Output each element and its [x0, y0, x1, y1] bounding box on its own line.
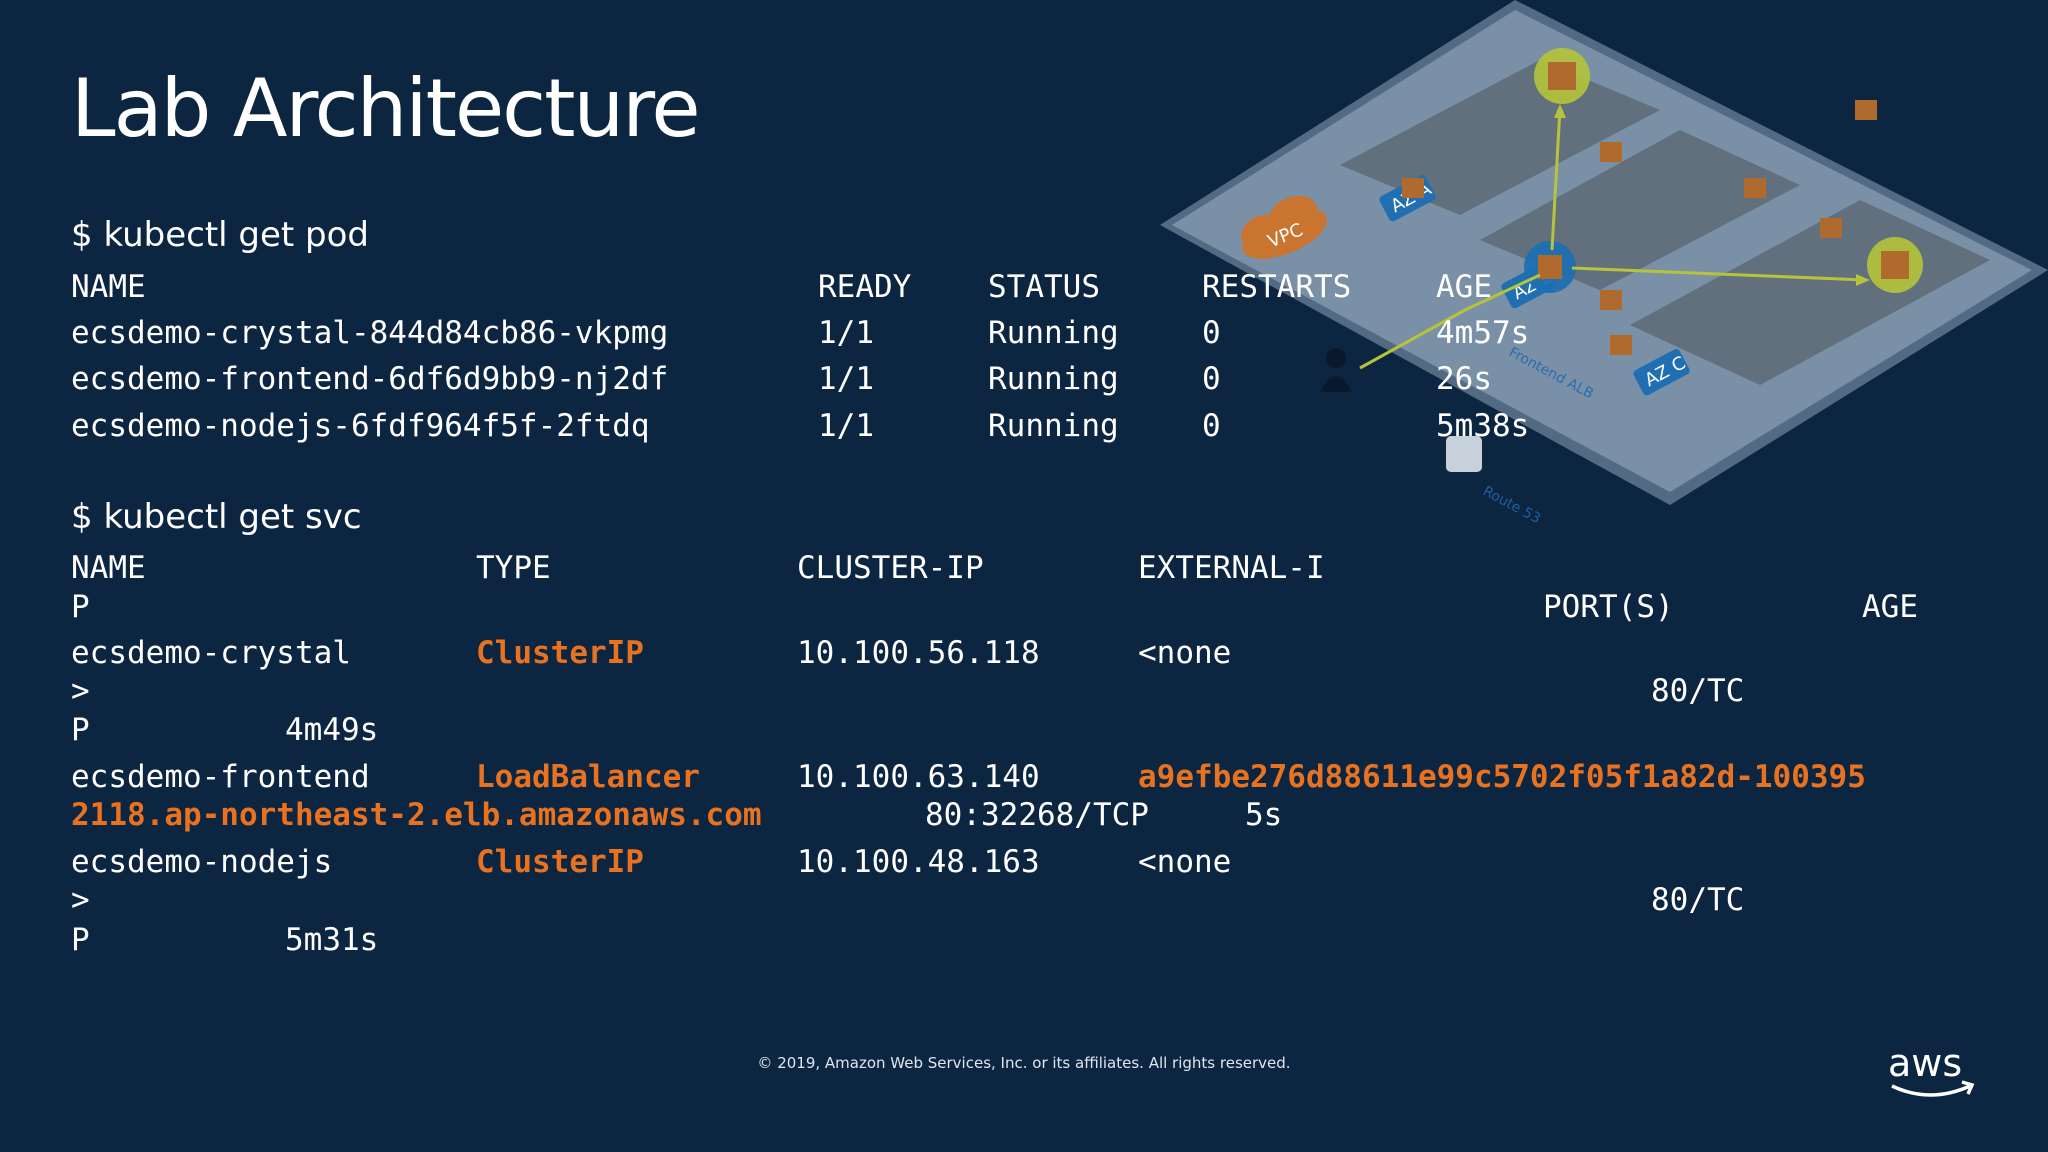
- svc-name: ecsdemo-frontend: [71, 759, 370, 795]
- traffic-arrows: [1359, 107, 1866, 370]
- pod-name: ecsdemo-crystal-844d84cb86-vkpmg: [71, 315, 669, 351]
- svc-command: $ kubectl get svc: [71, 497, 362, 537]
- svc-cluster-ip: 10.100.48.163: [797, 844, 1040, 880]
- pod-age: 5m38s: [1436, 408, 1530, 444]
- svc-header-age: AGE: [1862, 589, 1918, 625]
- pod-age: 26s: [1436, 361, 1492, 397]
- svc-age: 5m31s: [285, 922, 379, 958]
- pod-restarts: 0: [1202, 408, 1221, 444]
- svc-header-name: NAME: [71, 550, 146, 586]
- svc-age: 5s: [1245, 797, 1283, 833]
- svc-name: ecsdemo-crystal: [71, 635, 351, 671]
- svc-type: ClusterIP: [476, 844, 644, 880]
- svc-type: LoadBalancer: [476, 759, 700, 795]
- svc-external-ip: <none: [1138, 635, 1232, 671]
- aws-logo-icon: aws: [1888, 1046, 1975, 1097]
- svc-cluster-ip: 10.100.56.118: [797, 635, 1040, 671]
- svc-header-type: TYPE: [476, 550, 551, 586]
- svc-age: 4m49s: [285, 712, 379, 748]
- svc-ports-wrap: P: [71, 922, 90, 958]
- pod-command: $ kubectl get pod: [71, 215, 370, 255]
- svc-external-ip: a9efbe276d88611e99c5702f05f1a82d-100395: [1138, 759, 1866, 795]
- route53-icon: Route 53: [1446, 436, 1543, 527]
- pod-ready: 1/1: [818, 408, 874, 444]
- copyright-footer: © 2019, Amazon Web Services, Inc. or its…: [757, 1054, 1291, 1072]
- svc-header-ports: PORT(S): [1543, 589, 1674, 625]
- pod-restarts: 0: [1202, 315, 1221, 351]
- user-icon: [1320, 348, 1352, 392]
- svc-external-ip-wrap: >: [71, 882, 90, 918]
- svc-name: ecsdemo-nodejs: [71, 844, 333, 880]
- svc-external-ip-wrap: >: [71, 673, 90, 709]
- svc-header-cluster-ip: CLUSTER-IP: [797, 550, 984, 586]
- pod-header-status: STATUS: [988, 269, 1100, 305]
- pod-age: 4m57s: [1436, 315, 1530, 351]
- pod-status: Running: [988, 361, 1119, 397]
- svc-header-external-ip-wrap: P: [71, 589, 90, 625]
- svc-cluster-ip: 10.100.63.140: [797, 759, 1040, 795]
- vpc-cloud-icon: VPC: [1241, 195, 1327, 259]
- svg-text:Route 53: Route 53: [1480, 483, 1543, 527]
- svc-ports: 80/TC: [1651, 882, 1745, 918]
- pod-name: ecsdemo-frontend-6df6d9bb9-nj2df: [71, 361, 669, 397]
- pod-header-ready: READY: [818, 269, 912, 305]
- pod-ready: 1/1: [818, 315, 874, 351]
- svc-external-ip-wrap: 2118.ap-northeast-2.elb.amazonaws.com: [71, 797, 762, 833]
- pod-icons: [1402, 100, 1877, 355]
- pod-header-age: AGE: [1436, 269, 1492, 305]
- pod-status: Running: [988, 408, 1119, 444]
- pod-restarts: 0: [1202, 361, 1221, 397]
- svc-ports: 80:32268/TCP: [925, 797, 1149, 833]
- pod-ready: 1/1: [818, 361, 874, 397]
- pod-name: ecsdemo-nodejs-6fdf964f5f-2ftdq: [71, 408, 650, 444]
- svg-text:aws: aws: [1888, 1046, 1962, 1085]
- svc-header-external-ip: EXTERNAL-I: [1138, 550, 1325, 586]
- svc-ports-wrap: P: [71, 712, 90, 748]
- pod-header-restarts: RESTARTS: [1202, 269, 1352, 305]
- slide-title: Lab Architecture: [71, 62, 701, 155]
- svc-ports: 80/TC: [1651, 673, 1745, 709]
- svc-type: ClusterIP: [476, 635, 644, 671]
- architecture-diagram: VPC AZ A AZ B AZ C Frontend ALB: [1160, 0, 2048, 527]
- pod-status: Running: [988, 315, 1119, 351]
- svc-external-ip: <none: [1138, 844, 1232, 880]
- pod-header-name: NAME: [71, 269, 146, 305]
